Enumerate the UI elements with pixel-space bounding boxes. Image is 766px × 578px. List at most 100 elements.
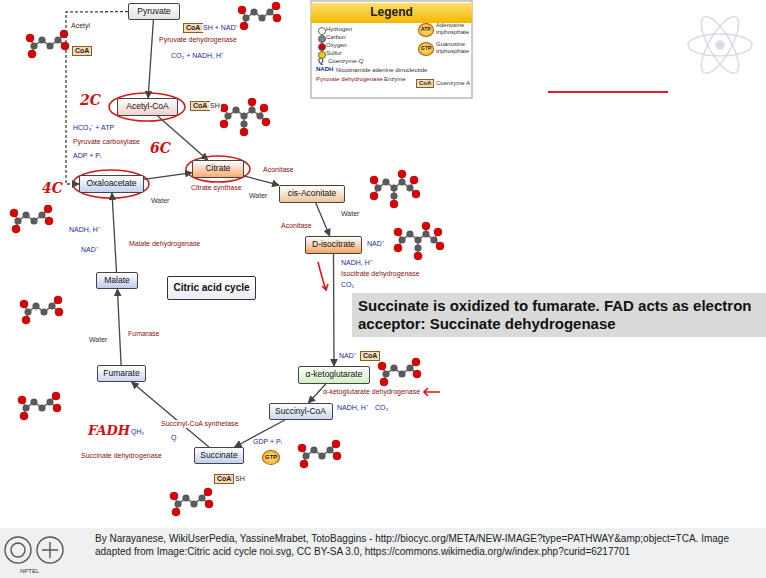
annotation-label: NAD⁺ (366, 240, 385, 248)
annotation-label: Water (88, 336, 108, 344)
node-text: D-isocitrate (312, 240, 355, 250)
annotation-label: CO₂ (340, 281, 355, 289)
metabolite-box: Citrate (192, 160, 244, 178)
coa-tag: CoA (214, 474, 234, 484)
metabolite-box: Oxaloacetate (79, 175, 144, 193)
callout-box: Succinate is oxidized to fumarate. FAD a… (352, 293, 766, 337)
legend-text: Coenzyme-Q (328, 58, 363, 65)
annotation-label: NADH (316, 66, 333, 73)
legend-swatch (318, 43, 326, 51)
metabolite-box: α-ketoglutarate (298, 366, 370, 384)
nucleotide-icon: GTP (418, 42, 434, 56)
reaction-arrow (117, 289, 121, 365)
enzyme-label: Succinate dehydrogenase (80, 452, 163, 460)
node-text: Succinate is oxidized to fumarate. FAD a… (358, 297, 760, 333)
annotation-label: QH₂ (130, 428, 145, 436)
reaction-arrow (244, 176, 279, 185)
annotation-label: NPTEL (20, 568, 39, 575)
annotation-label: SH (209, 102, 221, 110)
legend-swatch (318, 51, 326, 59)
annotation-label: Water (248, 192, 268, 200)
enzyme-label: Aconitase (262, 166, 295, 174)
annotation-label: Pyruvate dehydrogenase (316, 76, 383, 83)
handwritten-note: 4C (42, 180, 63, 196)
annotation-label: CO₂ (374, 404, 389, 412)
cycle-title-box: Citric acid cycle (167, 276, 256, 300)
annotation-label: NAD⁺ (338, 352, 357, 360)
annotation-label: Q (170, 434, 177, 442)
annotation-label: GDP + Pᵢ (252, 438, 283, 446)
legend-swatch (318, 35, 326, 43)
metabolite-box: Acetyl-CoA (117, 98, 178, 116)
enzyme-label: Malate dehydrogenase (128, 240, 201, 248)
node-text: α-ketoglutarate (306, 370, 363, 380)
reaction-arrow (144, 173, 192, 180)
coa-tag: CoA (72, 46, 92, 56)
enzyme-label: α-ketoglutarate dehydrogenase (322, 388, 421, 396)
enzyme-label: Fumarase (127, 330, 161, 338)
annotation-label: HCO₃⁻ + ATP (72, 124, 115, 132)
reaction-arrow (132, 382, 209, 447)
coa-tag: CoA (360, 351, 380, 361)
enzyme-label: Aconitase (280, 222, 313, 230)
coa-tag: CoA (416, 79, 434, 88)
annotation-label: NAD⁺ (80, 246, 99, 254)
legend-text: Adenosine triphosphate (436, 22, 470, 36)
enzyme-label: Succinyl-CoA synthetase (160, 420, 239, 428)
metabolite-box: D-isocitrate (305, 236, 362, 254)
annotation-label: NADH, H⁺ (68, 226, 101, 234)
legend-text: Coenzyme A (436, 80, 470, 87)
annotation-label: SH + NAD⁺ (202, 24, 238, 32)
node-text: Fumarate (103, 369, 139, 379)
annotation-label: Acetyl (70, 22, 91, 30)
annotation-label: NADH, H⁺ (336, 404, 369, 412)
node-text: Succinyl-CoA (275, 407, 326, 417)
legend-text: Oxygen (326, 42, 347, 49)
coa-tag: CoA (190, 101, 210, 111)
annotation-label: SH (234, 475, 246, 483)
metabolite-box: Fumarate (97, 365, 146, 382)
node-text: Citric acid cycle (173, 282, 249, 294)
handwritten-note: FADH (88, 424, 130, 439)
metabolite-box: Succinyl-CoA (269, 403, 333, 420)
node-text: Succinate (200, 451, 237, 461)
metabolite-box: Malate (96, 272, 138, 289)
legend-text: Sulfur (326, 50, 342, 57)
reaction-arrow (112, 193, 117, 272)
node-text: Citrate (205, 164, 230, 174)
legend-text: Guanosine triphosphate (436, 41, 470, 55)
legend-swatch (318, 27, 326, 35)
nucleotide-icon: GTP (262, 450, 280, 465)
node-text: Pyruvate (137, 7, 171, 17)
coa-tag: CoA (183, 23, 203, 33)
attribution-footer: By Narayanese, WikiUserPedia, YassineMra… (95, 532, 755, 558)
handwritten-note: 6C (150, 140, 171, 156)
enzyme-label: Citrate synthase (190, 184, 243, 192)
reaction-arrow (148, 20, 153, 98)
reaction-arrow (235, 420, 285, 447)
nucleotide-icon: ATP (418, 23, 434, 37)
enzyme-label: Isocitrate dehydrogenase (340, 270, 421, 278)
node-text: cis-Aconitate (288, 189, 337, 199)
reaction-arrow (316, 203, 330, 236)
legend-title: Legend (311, 3, 472, 23)
node-text: Acetyl-CoA (126, 102, 169, 112)
handwritten-note: 2C (80, 92, 101, 108)
annotation-label: Water (150, 197, 170, 205)
legend-text: Nicotinamide adenine dinucleotide (336, 67, 427, 74)
node-text: Oxaloacetate (86, 179, 136, 189)
annotation-label: NADH, H⁺ (340, 259, 373, 267)
annotation-label: Water (340, 210, 360, 218)
reaction-arrow (333, 254, 335, 366)
annotation-label: CO₂ + NADH, H⁺ (170, 52, 224, 60)
node-text: Malate (104, 276, 130, 286)
metabolite-box: Succinate (194, 447, 244, 464)
metabolite-box: cis-Aconitate (279, 185, 345, 203)
legend-text: Enzyme (384, 76, 406, 83)
enzyme-label: Pyruvate dehydrogenase (158, 36, 238, 44)
metabolite-box: Pyruvate (128, 3, 180, 20)
legend-text: Carbon (326, 34, 346, 41)
annotation-label: ADP + Pᵢ (72, 152, 102, 160)
